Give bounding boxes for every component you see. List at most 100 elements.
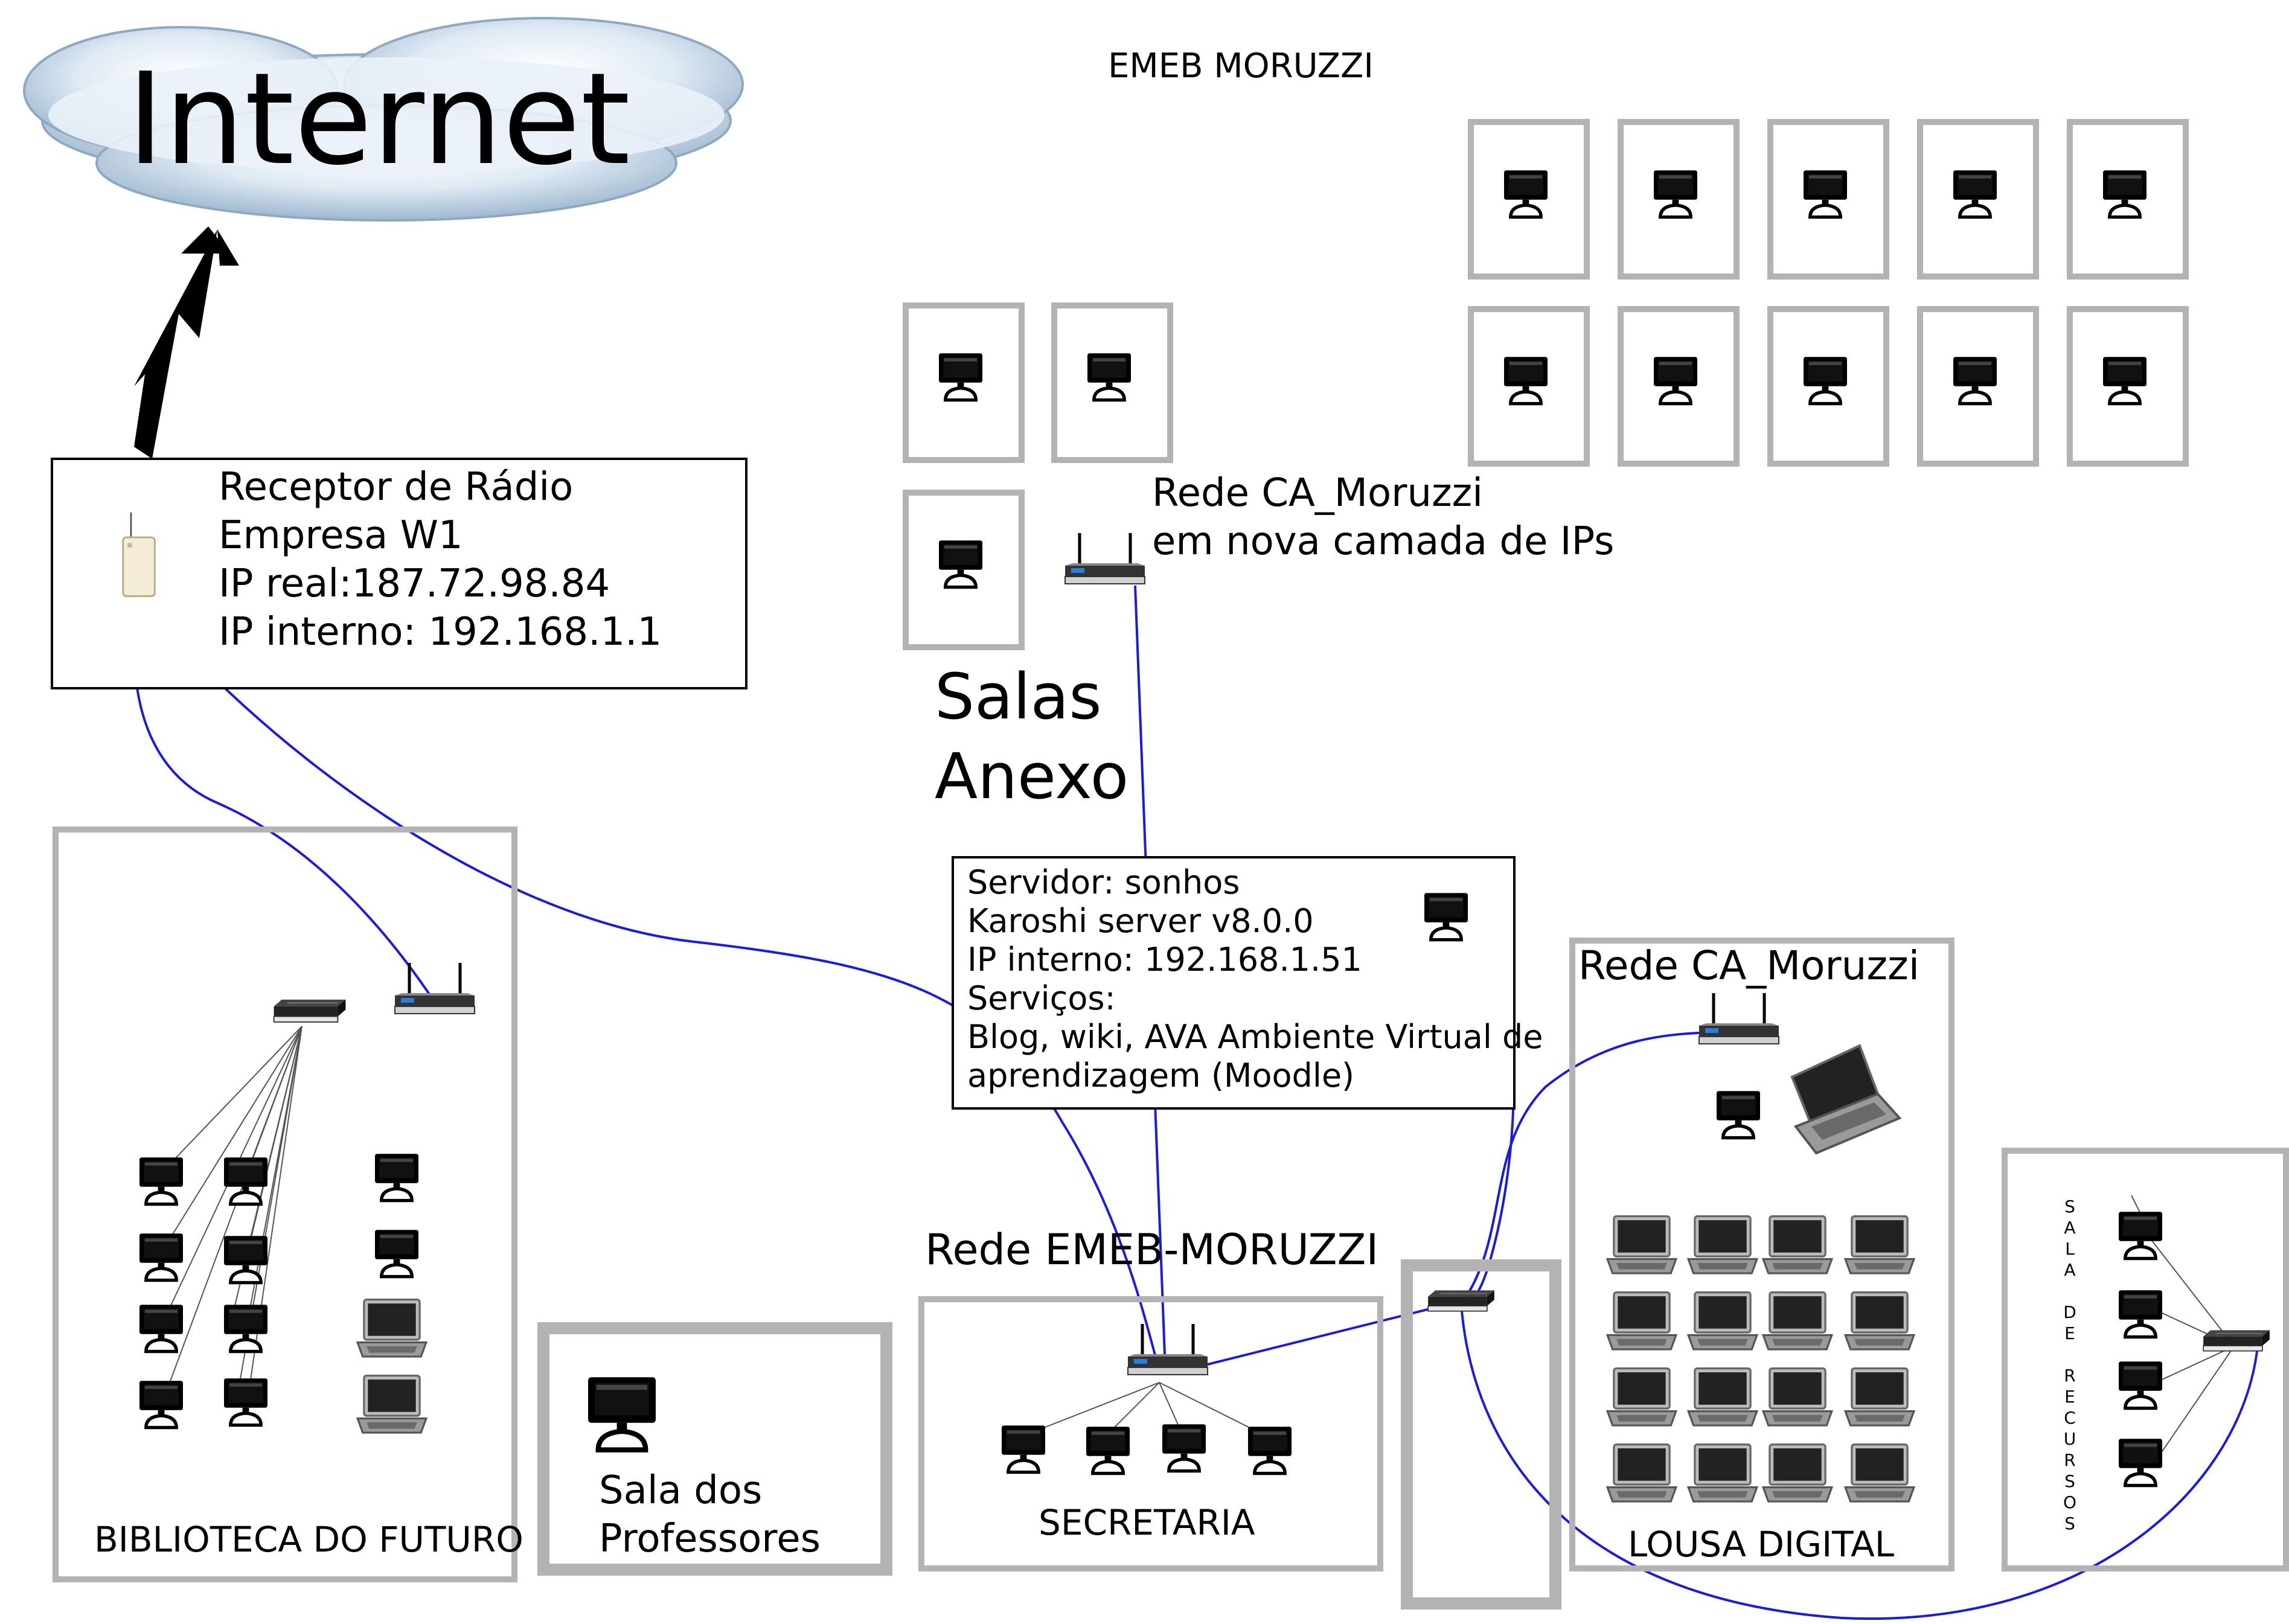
desktop-icon bbox=[939, 353, 982, 400]
recursos-letter: S bbox=[2064, 1514, 2075, 1533]
desktop-icon bbox=[139, 1305, 183, 1351]
recursos-letter: E bbox=[2064, 1323, 2075, 1343]
laptop-icon bbox=[1844, 1215, 1915, 1274]
recursos-switch-icon bbox=[2203, 1329, 2270, 1352]
professores-label-1: Sala dos bbox=[599, 1468, 762, 1513]
desktop-icon bbox=[2119, 1290, 2162, 1337]
desktop-icon bbox=[139, 1233, 183, 1280]
server-line-2: Karoshi server v8.0.0 bbox=[967, 902, 1314, 940]
recursos-letter: R bbox=[2064, 1366, 2075, 1386]
desktop-icon bbox=[224, 1236, 267, 1282]
receptor-line-4: IP interno: 192.168.1.1 bbox=[219, 610, 662, 654]
server-line-4: Serviços: bbox=[967, 979, 1116, 1017]
cloud-label: Internet bbox=[127, 45, 630, 193]
recursos-letter: O bbox=[2063, 1492, 2076, 1512]
cable-corridor-to-recursos bbox=[1460, 1303, 2259, 1620]
laptop-icon bbox=[1606, 1443, 1677, 1503]
biblioteca-room: BIBLIOTECA DO FUTURO bbox=[53, 826, 523, 1582]
receptor-line-2: Empresa W1 bbox=[219, 513, 463, 558]
desktop-icon bbox=[1504, 357, 1548, 403]
desktop-icon bbox=[1002, 1425, 1045, 1472]
laptop-icon bbox=[1844, 1443, 1915, 1503]
desktop-icon bbox=[139, 1381, 183, 1427]
server-line-5: Blog, wiki, AVA Ambiente Virtual de bbox=[967, 1018, 1543, 1056]
laptop-icon bbox=[1606, 1291, 1677, 1351]
laptop-icon bbox=[1762, 1215, 1833, 1274]
lousa-room: Rede CA_Moruzzi LOUSA DIGITAL bbox=[1569, 938, 1954, 1571]
lousa-laptops bbox=[1606, 1215, 1915, 1503]
biblioteca-label: BIBLIOTECA DO FUTURO bbox=[94, 1519, 523, 1560]
receptor-line-3: IP real:187.72.98.84 bbox=[219, 561, 610, 606]
desktop-icon bbox=[588, 1377, 656, 1450]
laptop-icon bbox=[1790, 1044, 1902, 1155]
desktop-icon bbox=[1654, 357, 1697, 403]
server-line-3: IP interno: 192.168.1.51 bbox=[967, 941, 1362, 979]
anexo-room bbox=[903, 490, 1025, 650]
anexo-area-label-2: Anexo bbox=[935, 740, 1128, 813]
server-box: Servidor: sonhos Karoshi server v8.0.0 I… bbox=[952, 856, 1543, 1110]
corridor-switch-room bbox=[1401, 1259, 1561, 1610]
biblioteca-router-icon bbox=[395, 963, 475, 1014]
recursos-letter: S bbox=[2064, 1471, 2075, 1491]
desktop-icon bbox=[224, 1305, 267, 1351]
receptor-line-1: Receptor de Rádio bbox=[219, 465, 573, 510]
page-title: EMEB MORUZZI bbox=[1108, 46, 1374, 86]
recursos-letter: D bbox=[2063, 1302, 2076, 1322]
desktop-icon bbox=[139, 1157, 183, 1204]
desktop-icon bbox=[2119, 1212, 2162, 1258]
desktop-icon bbox=[1654, 170, 1697, 217]
professores-room: Sala dos Professores bbox=[537, 1322, 892, 1576]
laptop-icon bbox=[1606, 1367, 1677, 1427]
desktop-icon bbox=[2119, 1439, 2162, 1485]
recursos-letter: L bbox=[2065, 1239, 2075, 1259]
secretaria-label: SECRETARIA bbox=[1039, 1502, 1255, 1543]
laptop-icon bbox=[1844, 1291, 1915, 1351]
lousa-router-icon bbox=[1699, 993, 1779, 1044]
recursos-letter: R bbox=[2064, 1450, 2075, 1470]
laptop-icon bbox=[1687, 1367, 1758, 1427]
laptop-icon bbox=[1762, 1443, 1833, 1503]
lousa-network-label: Rede CA_Moruzzi bbox=[1578, 942, 1919, 989]
professores-label-2: Professores bbox=[599, 1517, 821, 1561]
cable-corridor-to-lousa-router bbox=[1460, 1031, 1727, 1305]
anexo-room bbox=[1051, 302, 1173, 463]
desktop-icon bbox=[1162, 1424, 1206, 1471]
desktop-icon bbox=[939, 540, 982, 587]
recursos-letter: A bbox=[2064, 1218, 2075, 1238]
internet-cloud: Internet bbox=[23, 17, 744, 222]
biblioteca-switch-icon bbox=[273, 999, 347, 1023]
recursos-letter: E bbox=[2064, 1387, 2075, 1407]
anexo-wifi-label-2: em nova camada de IPs bbox=[1152, 519, 1614, 564]
laptop-icon bbox=[1687, 1443, 1758, 1503]
recursos-letter: S bbox=[2064, 1197, 2075, 1216]
laptop-icon bbox=[1762, 1367, 1833, 1427]
laptop-icon bbox=[1606, 1215, 1677, 1274]
corridor-switch-icon bbox=[1427, 1290, 1495, 1312]
desktop-icon bbox=[1804, 357, 1847, 403]
anexo-area-label-1: Salas bbox=[935, 660, 1102, 734]
laptop-icon bbox=[1844, 1367, 1915, 1427]
recursos-letter: U bbox=[2064, 1429, 2076, 1449]
desktop-icon bbox=[2119, 1361, 2162, 1408]
laptop-icon bbox=[356, 1375, 427, 1434]
anexo-wifi-label-1: Rede CA_Moruzzi bbox=[1152, 471, 1483, 516]
desktop-icon bbox=[1087, 353, 1131, 400]
desktop-icon bbox=[1717, 1091, 1760, 1137]
laptop-icon bbox=[1762, 1291, 1833, 1351]
server-line-6: aprendizagem (Moodle) bbox=[967, 1057, 1354, 1095]
recursos-letter: A bbox=[2064, 1260, 2075, 1280]
recursos-letter: C bbox=[2064, 1408, 2076, 1428]
desktop-icon bbox=[1248, 1427, 1292, 1473]
desktop-icon bbox=[375, 1154, 418, 1200]
desktop-icon bbox=[375, 1230, 418, 1276]
laptop-icon bbox=[1687, 1291, 1758, 1351]
salas-anexo bbox=[903, 119, 2189, 650]
desktop-icon bbox=[1953, 170, 1997, 217]
anexo-room bbox=[903, 302, 1025, 463]
wireless-link-icon bbox=[134, 226, 239, 459]
desktop-icon bbox=[224, 1378, 267, 1425]
receptor-box: Receptor de Rádio Empresa W1 IP real:187… bbox=[51, 458, 748, 689]
